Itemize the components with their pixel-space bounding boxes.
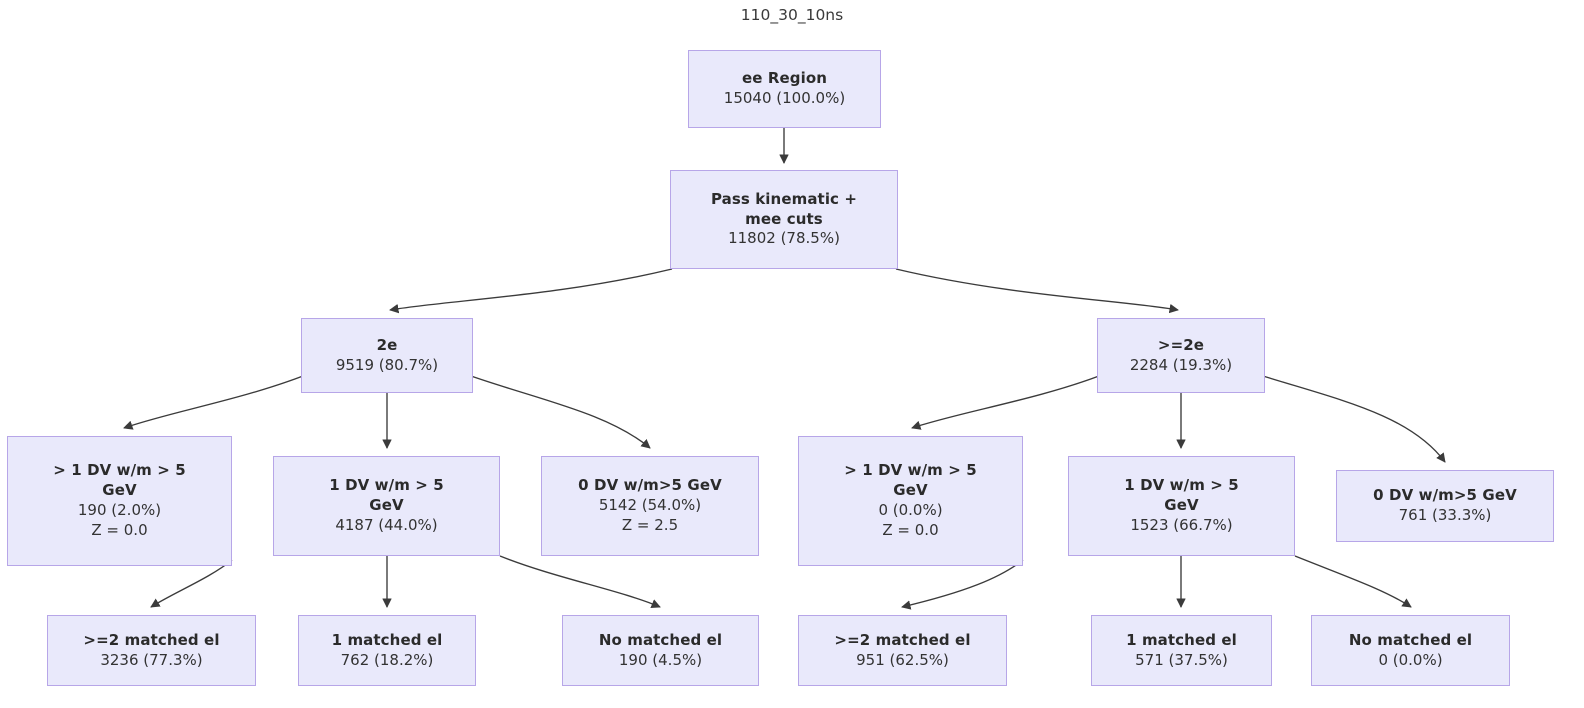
edge-two-e-to-left-0-dv — [470, 375, 651, 449]
node-count: 3236 (77.3%) — [100, 650, 203, 669]
edge-ge-two-e-to-right-gt1-dv — [911, 375, 1100, 430]
node-label: ee Region — [741, 69, 828, 88]
node-label: > 1 DV w/m > 5 GeV — [844, 461, 977, 500]
node-count: 2284 (19.3%) — [1129, 355, 1233, 374]
node-label: No matched el — [1348, 630, 1473, 649]
edge-left-gt1-dv-to-left-ge2-matched — [150, 559, 233, 608]
node-count: 190 (4.5%) — [618, 650, 703, 669]
edge-two-e-to-left-gt1-dv — [123, 375, 304, 430]
node-count: 571 (37.5%) — [1135, 650, 1228, 669]
node-label: 1 matched el — [1126, 630, 1237, 649]
edge-right-1-dv-to-right-no-matched — [1294, 555, 1412, 608]
edge-right-gt1-dv-to-right-ge2-matched — [901, 559, 1024, 610]
node-count: 190 (2.0%) — [77, 501, 162, 519]
node-label: 2e — [376, 335, 398, 354]
node-count: 761 (33.3%) — [1398, 506, 1492, 524]
node-significance: Z = 2.5 — [621, 515, 679, 534]
node-count: 9519 (80.7%) — [335, 355, 439, 374]
node-count: 762 (18.2%) — [340, 650, 434, 669]
node-count: 11802 (78.5%) — [728, 229, 840, 248]
node-label: No matched el — [598, 630, 723, 649]
node-count: 1523 (66.7%) — [1130, 515, 1233, 534]
node-count: 5142 (54.0%) — [598, 496, 702, 515]
node-label: >=2e — [1157, 335, 1205, 354]
node-significance: Z = 0.0 — [91, 520, 148, 539]
node-count: 15040 (100.0%) — [723, 89, 846, 107]
node-count: 0 (0.0%) — [878, 501, 943, 519]
node-label: > 1 DV w/m > 5 GeV — [53, 461, 186, 500]
edge-pass-kinematic-mee-cuts-to-ge-two-e — [895, 268, 1179, 314]
edge-left-1-dv-to-left-no-matched — [499, 555, 661, 609]
node-label: 1 matched el — [331, 630, 443, 649]
node-label: Pass kinematic + mee cuts — [710, 189, 858, 228]
node-label: >=2 matched el — [83, 630, 220, 649]
node-count: 0 (0.0%) — [1378, 650, 1443, 669]
node-count: 951 (62.5%) — [856, 650, 949, 669]
page-title: 110_30_10ns — [740, 6, 844, 24]
node-label: 1 DV w/m > 5 GeV — [329, 476, 444, 515]
edge-ge-two-e-to-right-0-dv — [1262, 375, 1446, 463]
node-significance: Z = 0.0 — [882, 520, 939, 539]
node-label: 0 DV w/m>5 GeV — [1373, 486, 1517, 505]
node-count: 4187 (44.0%) — [335, 515, 438, 534]
node-label: >=2 matched el — [834, 630, 971, 649]
edge-pass-kinematic-mee-cuts-to-two-e — [389, 268, 673, 314]
node-label: 0 DV w/m>5 GeV — [578, 476, 722, 495]
node-label: 1 DV w/m > 5 GeV — [1124, 476, 1239, 515]
